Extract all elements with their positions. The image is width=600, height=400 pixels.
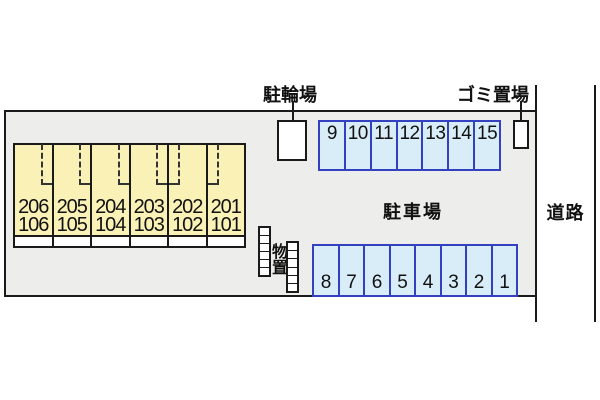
porch-cell [207,237,244,246]
parking-space-8: 8 [314,246,340,295]
storage-locker [260,228,269,236]
storage-locker [288,283,297,292]
parking-space-1: 1 [499,272,510,293]
unit-label: 201 101 [208,196,245,236]
unit-label: 206 106 [15,196,52,236]
parking-space-11: 11 [372,122,398,169]
unit-label: 205 105 [54,196,91,236]
parking-space-15: 15 [477,123,498,144]
unit-number-lower: 105 [56,214,88,236]
building-unit-204-104: 204 104 [92,144,131,236]
building-unit-203-103: 203 103 [130,144,169,236]
garbage-area-pointer-line [520,101,522,133]
unit-label: 202 102 [169,196,206,236]
unit-label: 204 104 [92,196,129,236]
storage-locker [260,260,269,268]
storage-locker [260,252,269,260]
unit-number-lower: 101 [210,214,242,236]
storage-locker [260,244,269,252]
unit-number-lower: 103 [133,214,165,236]
apartment-building: 206 106 205 105 204 104 [13,143,246,248]
building-porch-row [15,235,244,246]
parking-space-10: 10 [346,122,372,169]
parking-space-3: 3 [442,246,467,295]
porch-cell [53,237,92,246]
unit-number-upper: 205 [56,196,88,218]
parking-space-12: 12 [398,122,424,169]
storage-locker [288,275,297,284]
entrance-dashed-mark [156,144,167,185]
unit-number-lower: 106 [18,214,49,236]
unit-number-upper: 203 [133,196,165,218]
building-unit-206-106: 206 106 [15,144,54,236]
parking-space-6: 6 [365,246,391,295]
unit-number-upper: 204 [95,196,126,218]
parking-row-top: 9 10 11 12 13 14 15 [318,120,501,171]
storage-locker [288,267,297,276]
storage-locker [288,259,297,268]
entrance-dashed-mark [40,144,52,185]
parking-space-9: 9 [320,122,346,169]
porch-cell [130,237,169,246]
building-unit-202-102: 202 102 [169,144,208,236]
entrance-dashed-mark [207,144,219,185]
building-unit-205-105: 205 105 [53,144,92,236]
porch-cell [169,237,208,246]
garbage-area-box [513,120,529,149]
unit-label: 203 103 [131,196,168,236]
parking-space-14: 14 [449,122,476,169]
unit-number-lower: 104 [95,214,126,236]
storage-locker [288,243,297,252]
building-unit-201-101: 201 101 [207,144,245,236]
storage-label: 物置 [269,243,286,275]
storage-locker [260,268,269,275]
garbage-area-label: ゴミ置場 [457,85,529,105]
porch-cell [92,237,131,246]
porch-cell [15,237,54,246]
unit-number-lower: 102 [172,214,203,236]
unit-number-upper: 206 [18,196,49,218]
entrance-dashed-mark [117,144,129,185]
storage-lockers-left-column [258,226,271,277]
parking-space-5: 5 [391,246,416,295]
entrance-dashed-mark [169,144,180,185]
parking-lot-label: 駐車場 [383,202,443,222]
building-units-row: 206 106 205 105 204 104 [15,144,245,236]
bicycle-parking-box [277,120,307,161]
storage-locker [288,251,297,260]
parking-space-2: 2 [467,246,493,295]
entrance-dashed-mark [79,144,90,185]
road-boundary-line-outer [594,85,596,322]
parking-space-4: 4 [416,246,442,295]
parking-row-bottom: 8 7 6 5 4 3 2 1 [312,244,518,297]
road-label: 道路 [546,203,585,223]
bicycle-parking-label: 駐輪場 [263,85,317,105]
storage-locker [260,236,269,244]
parking-space-7: 7 [340,246,365,295]
parking-space-13: 13 [423,122,450,169]
storage-lockers-right-column [286,241,299,293]
unit-number-upper: 202 [172,196,203,218]
unit-number-upper: 201 [210,196,242,218]
